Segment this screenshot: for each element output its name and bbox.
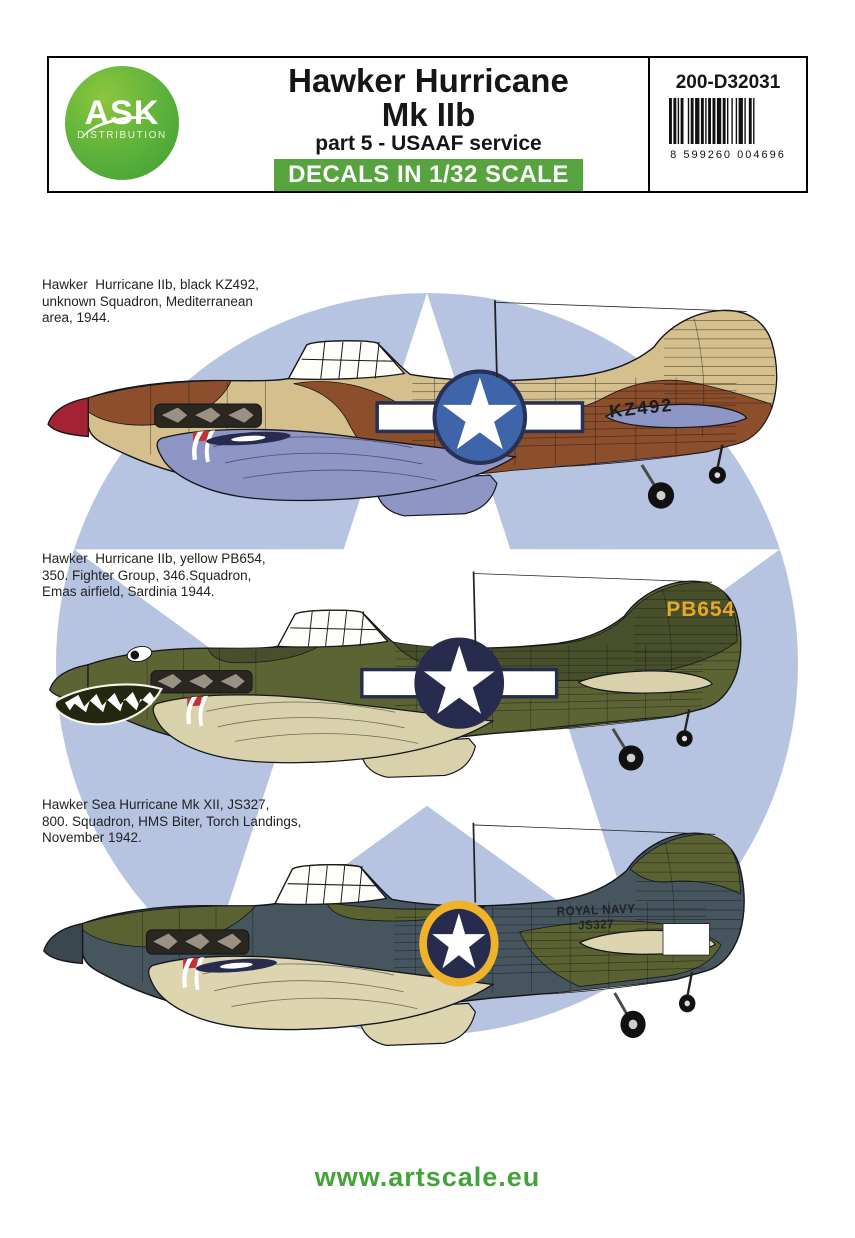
- antenna-mast: [472, 571, 477, 646]
- profile-caption-pb654: Hawker Hurricane IIb, yellow PB654, 350.…: [42, 551, 266, 599]
- logo-subtitle: DISTRIBUTION: [77, 130, 167, 141]
- serial-code: ROYAL NAVY: [557, 901, 636, 919]
- shark-teeth: [65, 691, 155, 713]
- ask-distribution-logo: ASK DISTRIBUTION: [65, 66, 179, 180]
- white-tail-panel: [662, 923, 710, 956]
- aircraft-illustration-pb654: PB654: [49, 571, 742, 778]
- propeller-spinner: [43, 922, 84, 965]
- wing-details: [192, 429, 437, 481]
- antenna-mast: [472, 822, 477, 903]
- profile-caption-js327: Hawker Sea Hurricane Mk XII, JS327, 800.…: [42, 797, 302, 845]
- profile-caption-kz492: Hawker Hurricane IIb, black KZ492, unkno…: [42, 277, 259, 325]
- antenna-wire: [473, 573, 713, 583]
- page-title-line1: Hawker Hurricane: [288, 62, 569, 99]
- underwing-roundel: [195, 958, 277, 973]
- serial-code: JS327: [578, 917, 614, 933]
- header-panel: ASK DISTRIBUTION Hawker Hurricane Mk IIb…: [47, 56, 808, 193]
- antenna-mast: [494, 300, 498, 378]
- antenna-wire: [494, 301, 747, 312]
- shark-mouth: [53, 683, 163, 726]
- underwing-roundel: [206, 431, 291, 446]
- horizontal-stabilizer: [577, 670, 713, 694]
- aircraft-profile-pb654: PB654: [44, 556, 779, 789]
- horizontal-stabilizer: [604, 403, 748, 429]
- page-subtitle: part 5 - USAAF service: [315, 132, 542, 155]
- wing-underside: [156, 428, 518, 502]
- barcode-digits: 8 599260 004696: [670, 149, 786, 161]
- website-url: www.artscale.eu: [314, 1162, 541, 1192]
- barcode-box: 200-D32031 8 599260 004696: [648, 58, 806, 191]
- national-insignia: [360, 637, 559, 729]
- aircraft-profile-kz492: KZ492: [42, 284, 817, 528]
- wing-underside: [148, 955, 495, 1031]
- national-insignia: [375, 369, 585, 465]
- exhaust-stacks: [154, 403, 262, 428]
- exhaust-stacks: [150, 670, 253, 694]
- product-code: 200-D32031: [675, 72, 781, 93]
- serial-code: PB654: [666, 598, 735, 621]
- logo-brand-text: ASK: [84, 94, 160, 132]
- shark-eye: [126, 645, 153, 663]
- ean-barcode: [669, 98, 755, 144]
- exhaust-stacks: [145, 929, 250, 955]
- scale-banner: DECALS IN 1/32 SCALE: [274, 159, 583, 191]
- wing-details: [182, 956, 418, 1010]
- propeller-spinner: [47, 397, 89, 438]
- aircraft-illustration-kz492: KZ492: [47, 300, 778, 517]
- national-insignia: [419, 900, 499, 987]
- title-block: Hawker Hurricane Mk IIb part 5 - USAAF s…: [209, 64, 648, 191]
- wing-underside: [152, 694, 495, 764]
- background-star: [74, 293, 780, 965]
- antenna-wire: [473, 824, 716, 835]
- page-title-line2: Mk IIb: [381, 96, 476, 133]
